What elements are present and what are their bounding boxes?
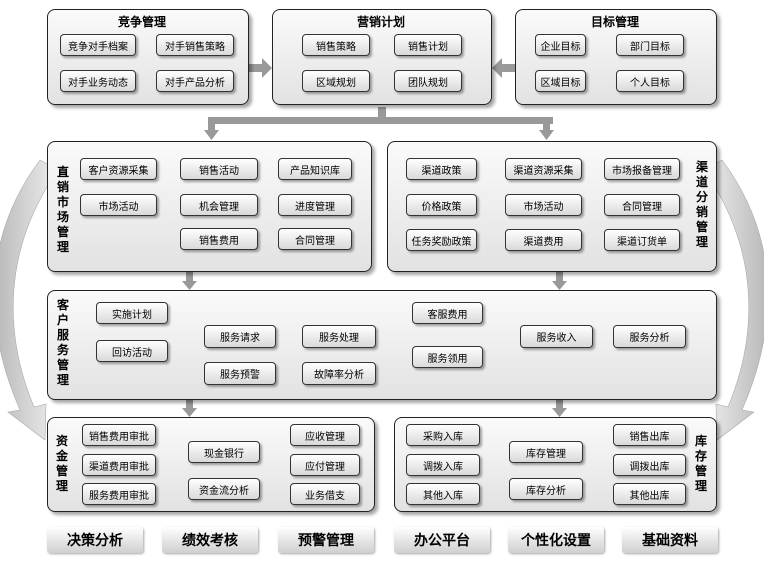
node-service-analysis[interactable]: 服务分析 — [613, 325, 686, 348]
node-other-in[interactable]: 其他入库 — [406, 483, 480, 505]
node-region-target[interactable]: 区域目标 — [535, 70, 586, 92]
target-title: 目标管理 — [591, 15, 640, 29]
nav-performance-evaluation[interactable]: 绩效考核 — [162, 527, 258, 553]
node-sales-expense-approval[interactable]: 销售费用审批 — [82, 424, 156, 446]
node-product-knowledge-base[interactable]: 产品知识库 — [278, 158, 352, 180]
arrow-competition-to-marketing — [249, 58, 272, 78]
node-personal-target[interactable]: 个人目标 — [616, 70, 684, 92]
node-channel-order[interactable]: 渠道订货单 — [604, 229, 680, 251]
node-sales-expense[interactable]: 销售费用 — [180, 228, 258, 250]
node-channel-resource-collection[interactable]: 渠道资源采集 — [505, 158, 582, 180]
node-channel-market-activity[interactable]: 市场活动 — [505, 194, 582, 216]
nav-decision-analysis[interactable]: 决策分析 — [47, 527, 143, 553]
node-channel-expense-approval[interactable]: 渠道费用审批 — [82, 454, 156, 476]
node-transfer-out[interactable]: 调拨出库 — [613, 454, 686, 476]
node-team-planning[interactable]: 团队规划 — [394, 70, 462, 92]
service-title: 客户服务管理 — [56, 298, 69, 387]
direct-title: 直销市场管理 — [56, 165, 69, 254]
node-sales-strategy[interactable]: 销售策略 — [302, 34, 370, 56]
node-receivables[interactable]: 应收管理 — [290, 424, 360, 446]
node-service-fee[interactable]: 客服费用 — [412, 302, 483, 324]
node-competitor-sales-strategy[interactable]: 对手销售策略 — [156, 34, 234, 56]
node-channel-expense[interactable]: 渠道费用 — [505, 229, 582, 251]
arrow-target-to-marketing — [492, 58, 515, 78]
node-task-reward-policy[interactable]: 任务奖励政策 — [406, 229, 477, 251]
node-sales-plan[interactable]: 销售计划 — [394, 34, 462, 56]
node-opportunity-management[interactable]: 机会管理 — [180, 194, 258, 216]
channel-title: 渠道分销管理 — [695, 160, 708, 249]
node-competitor-product-analysis[interactable]: 对手产品分析 — [156, 70, 234, 92]
node-market-activity[interactable]: 市场活动 — [80, 194, 157, 216]
node-inventory-analysis[interactable]: 库存分析 — [509, 478, 583, 500]
node-transfer-in[interactable]: 调拨入库 — [406, 454, 480, 476]
node-inventory-management[interactable]: 库存管理 — [509, 441, 583, 463]
competition-title: 竞争管理 — [118, 15, 167, 29]
node-business-loan[interactable]: 业务借支 — [290, 483, 360, 505]
nav-basic-data[interactable]: 基础资料 — [622, 527, 718, 553]
node-other-out[interactable]: 其他出库 — [613, 483, 686, 505]
node-implementation-plan[interactable]: 实施计划 — [96, 302, 168, 324]
node-sales-activity[interactable]: 销售活动 — [180, 158, 258, 180]
node-competitor-profile[interactable]: 竞争对手档案 — [60, 34, 136, 56]
marketing-title: 营销计划 — [357, 15, 406, 29]
funds-title: 资金管理 — [55, 434, 68, 493]
nav-warning-management[interactable]: 预警管理 — [278, 527, 374, 553]
node-price-policy[interactable]: 价格政策 — [406, 194, 477, 216]
node-region-planning[interactable]: 区域规划 — [302, 70, 370, 92]
node-cash-bank[interactable]: 现金银行 — [188, 441, 260, 463]
node-service-materials[interactable]: 服务领用 — [412, 346, 483, 368]
node-channel-contract-management[interactable]: 合同管理 — [604, 194, 680, 216]
node-purchase-in[interactable]: 采购入库 — [406, 424, 480, 446]
node-payables[interactable]: 应付管理 — [290, 454, 360, 476]
node-service-income[interactable]: 服务收入 — [520, 325, 593, 348]
node-service-warning[interactable]: 服务预警 — [204, 362, 276, 385]
node-cash-flow-analysis[interactable]: 资金流分析 — [188, 478, 260, 500]
node-customer-resource-collection[interactable]: 客户资源采集 — [80, 158, 157, 180]
node-failure-rate-analysis[interactable]: 故障率分析 — [302, 362, 376, 385]
node-enterprise-target[interactable]: 企业目标 — [535, 34, 586, 56]
node-contract-management[interactable]: 合同管理 — [278, 228, 352, 250]
nav-office-platform[interactable]: 办公平台 — [394, 527, 490, 553]
node-department-target[interactable]: 部门目标 — [616, 34, 684, 56]
node-channel-policy[interactable]: 渠道政策 — [406, 158, 477, 180]
node-competitor-business-trends[interactable]: 对手业务动态 — [60, 70, 136, 92]
node-progress-management[interactable]: 进度管理 — [278, 194, 352, 216]
inventory-title: 库存管理 — [694, 434, 707, 493]
node-market-filing-management[interactable]: 市场报备管理 — [604, 158, 680, 180]
node-sales-out[interactable]: 销售出库 — [613, 424, 686, 446]
node-service-handling[interactable]: 服务处理 — [302, 325, 376, 348]
node-return-visit[interactable]: 回访活动 — [96, 340, 168, 362]
node-service-request[interactable]: 服务请求 — [204, 325, 276, 348]
node-service-expense-approval[interactable]: 服务费用审批 — [82, 483, 156, 505]
left-curved-arrow — [0, 159, 59, 441]
nav-personalization[interactable]: 个性化设置 — [508, 527, 604, 553]
